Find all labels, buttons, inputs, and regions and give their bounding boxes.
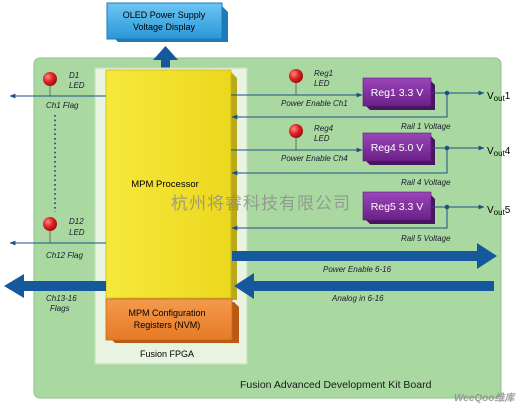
- led-d1-type: LED: [69, 81, 85, 90]
- power-enable-ch1-label: Power Enable Ch1: [281, 99, 348, 108]
- led-d12-name: D12: [69, 217, 84, 226]
- reg5-label: Reg5 3.3 V: [371, 201, 424, 213]
- led-d1: [43, 72, 57, 96]
- oled-title-line2: Voltage Display: [133, 22, 196, 32]
- mpm-processor-block: MPM Processor: [105, 69, 237, 300]
- led-reg1: [289, 69, 303, 95]
- ch1-flag-label: Ch1 Flag: [46, 101, 79, 110]
- led-reg4: [289, 124, 303, 150]
- reg1-rail-label: Rail 1 Voltage: [401, 122, 451, 131]
- power-enable-6-16-label: Power Enable 6-16: [323, 265, 392, 274]
- led-reg1-name: Reg1: [314, 69, 333, 78]
- reg1-rail-feedback: [231, 93, 448, 120]
- ch13-16-flags-line2: Flags: [50, 304, 70, 313]
- reg1-vout: Vout1: [487, 91, 511, 103]
- led-reg4-name: Reg4: [314, 124, 334, 133]
- led-reg4-type: LED: [314, 134, 330, 143]
- reg1-regulator: Reg1 3.3 V: [362, 77, 435, 110]
- mpm-config-line1: MPM Configuration: [128, 308, 205, 318]
- reg4-rail-label: Rail 4 Voltage: [401, 178, 451, 187]
- ch13-16-flags-line1: Ch13-16: [46, 294, 77, 303]
- led-d12-type: LED: [69, 228, 85, 237]
- reg4-rail-feedback: [231, 148, 448, 176]
- weeqoo-logo: WeeQoo维库: [454, 392, 516, 404]
- reg5-rail-label: Rail 5 Voltage: [401, 234, 451, 243]
- reg4-vout: Vout4: [487, 146, 511, 158]
- led-d1-name: D1: [69, 71, 79, 80]
- power-enable-ch4-label: Power Enable Ch4: [281, 154, 348, 163]
- reg4-regulator: Reg4 5.0 V: [362, 132, 435, 165]
- mpm-config-block: MPM Configuration Registers (NVM): [105, 298, 239, 343]
- reg5-regulator: Reg5 3.3 V: [362, 191, 435, 224]
- ch12-flag-label: Ch12 Flag: [46, 251, 83, 260]
- reg4-label: Reg4 5.0 V: [371, 142, 424, 154]
- analog-in-6-16-label: Analog in 6-16: [331, 294, 384, 303]
- watermark-text: 杭州将睿科技有限公司: [171, 194, 351, 213]
- mpm-config-line2: Registers (NVM): [134, 320, 201, 330]
- reg5-rail-feedback: [231, 207, 448, 231]
- oled-title-line1: OLED Power Supply: [123, 10, 206, 20]
- ch13-16-flags-arrow: [4, 274, 106, 298]
- fpga-label: Fusion FPGA: [140, 349, 194, 359]
- reg1-label: Reg1 3.3 V: [371, 87, 424, 99]
- analog-in-6-16-arrow: [234, 273, 494, 299]
- led-reg1-type: LED: [314, 79, 330, 88]
- mpm-processor-label: MPM Processor: [131, 179, 199, 190]
- reg5-vout: Vout5: [487, 205, 511, 217]
- led-d12: [43, 217, 57, 243]
- power-enable-6-16-arrow: [232, 243, 497, 269]
- oled-display-box: OLED Power Supply Voltage Display: [106, 2, 228, 42]
- board-title: Fusion Advanced Development Kit Board: [240, 379, 432, 391]
